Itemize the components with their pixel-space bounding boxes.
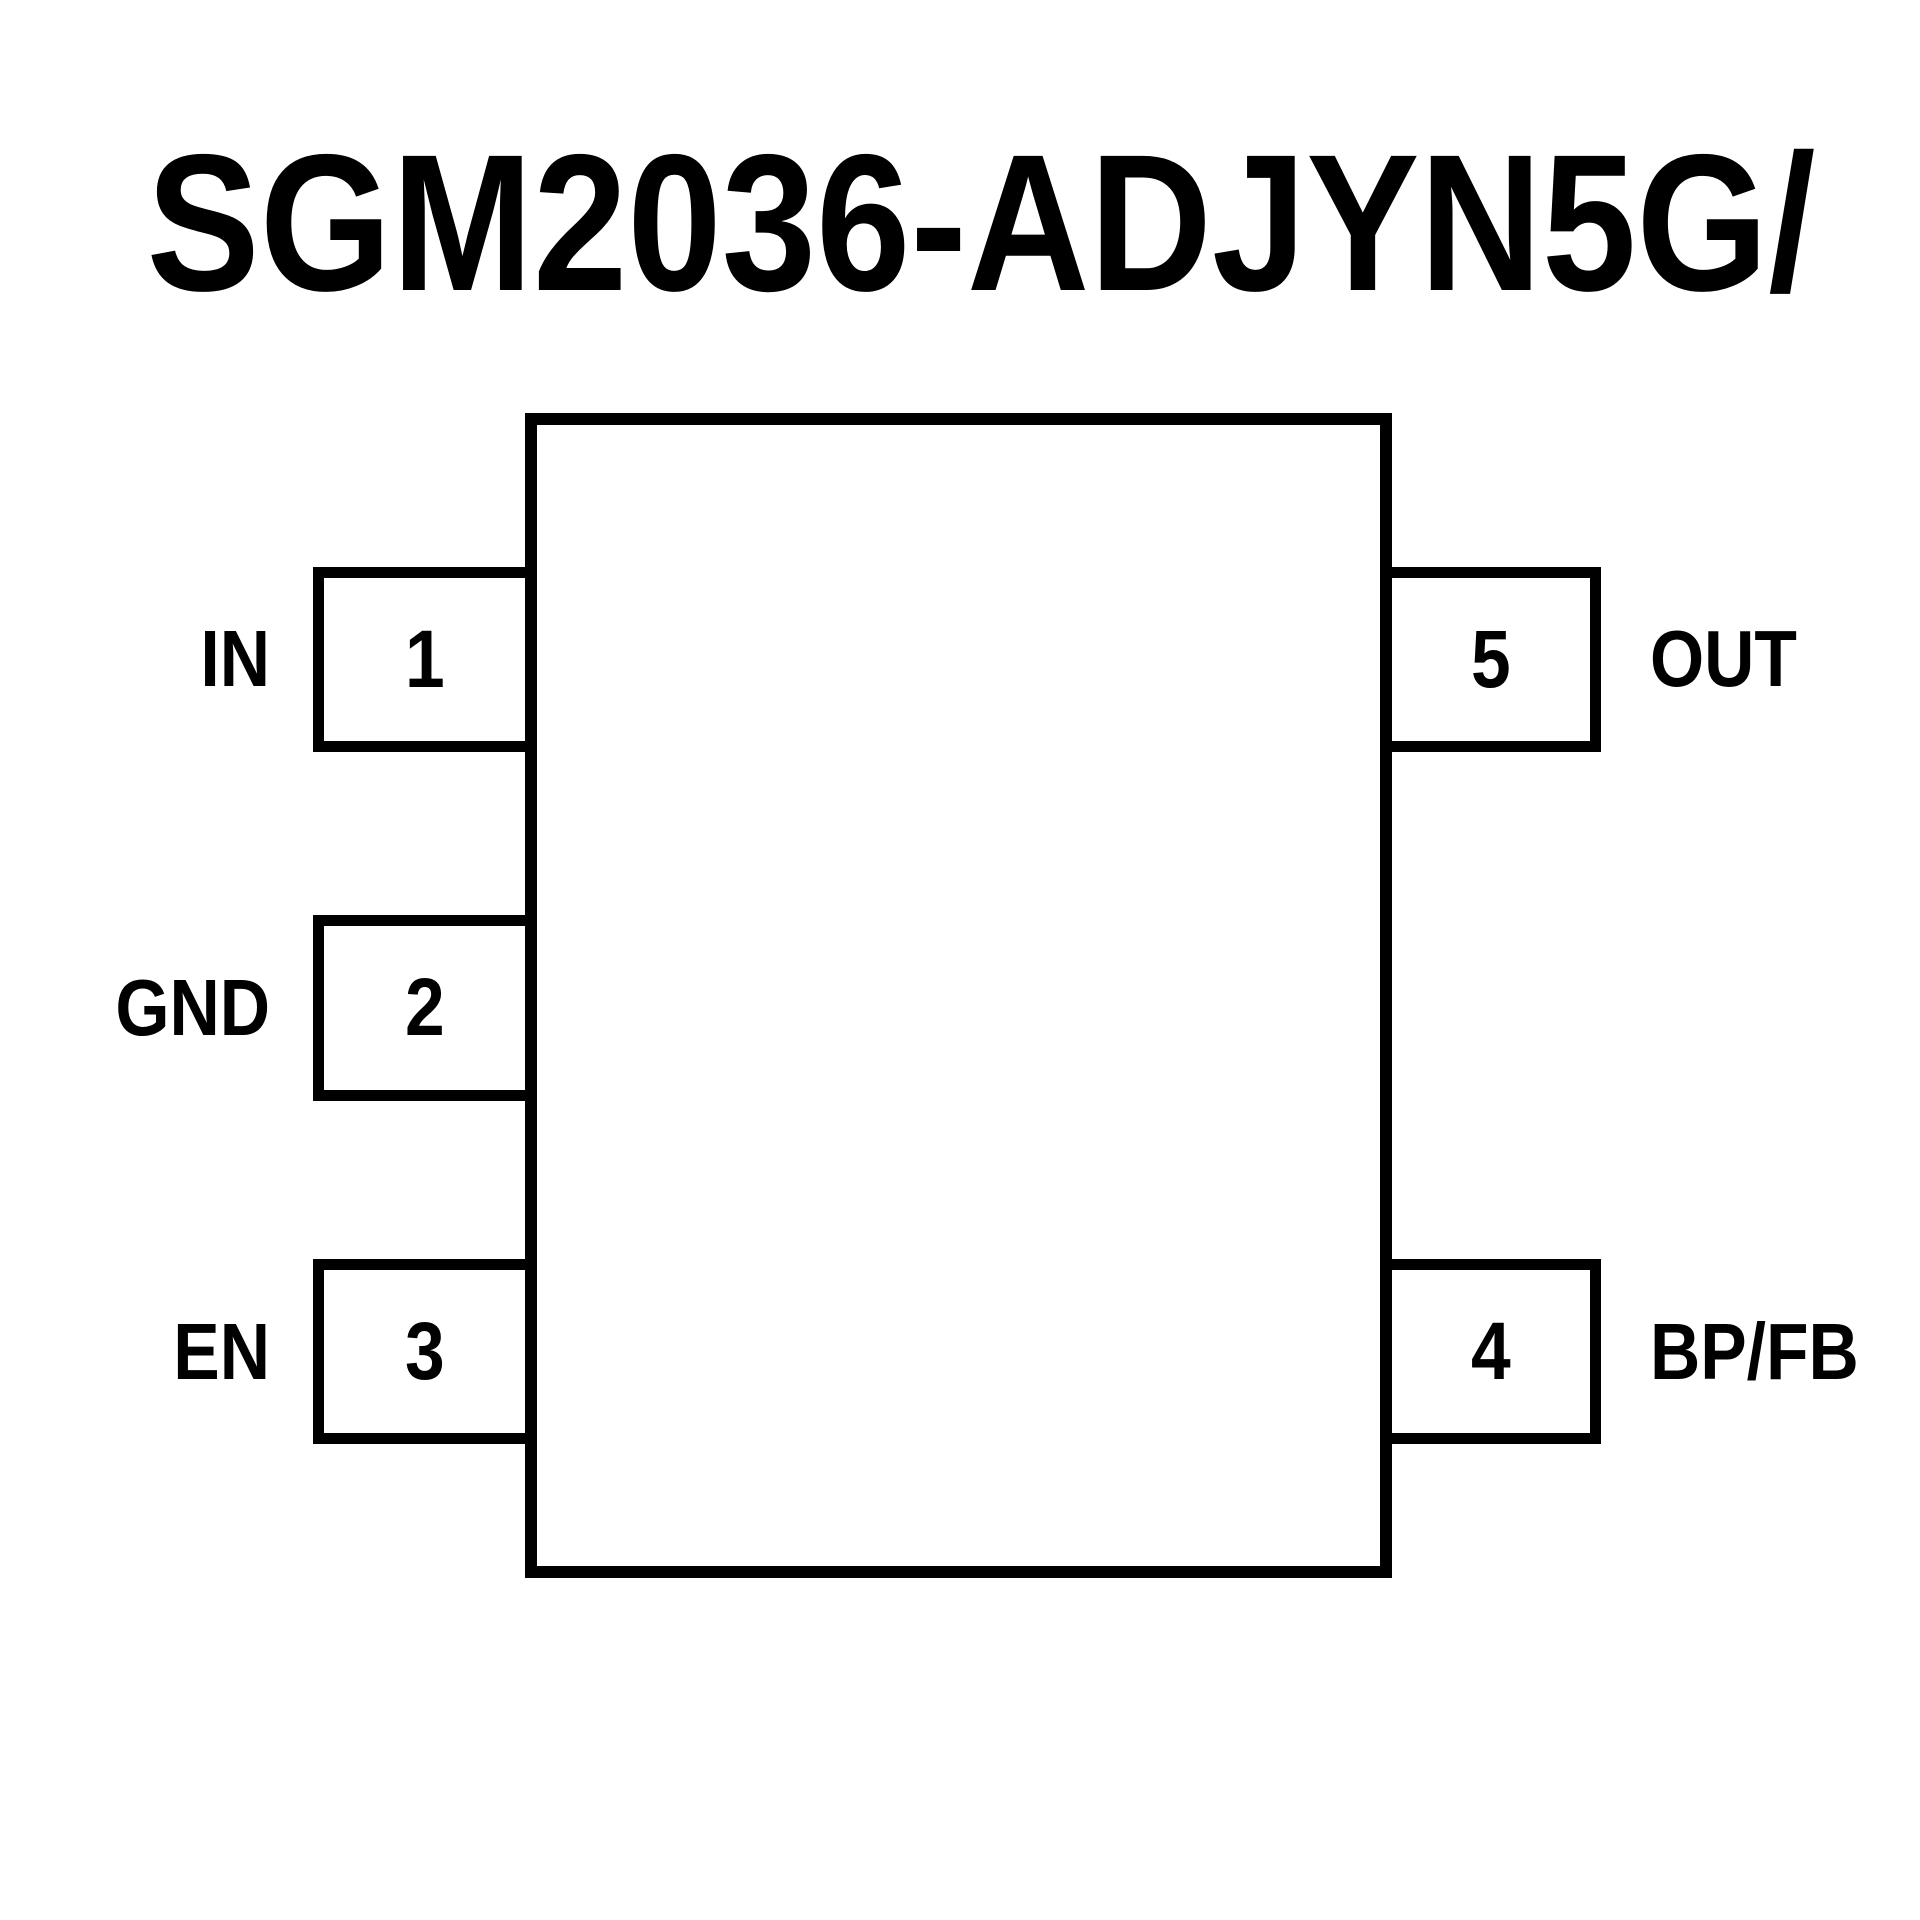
pin-box-4: 4 [1392, 1259, 1601, 1444]
pin-box-1: 1 [313, 567, 525, 752]
pin-box-2: 2 [313, 915, 525, 1101]
pin-box-3: 3 [313, 1259, 525, 1444]
page-title: SGM2036-ADJYN5G/ [146, 114, 1816, 332]
pin-number-2: 2 [404, 962, 445, 1053]
pin-label-in: IN [200, 614, 270, 703]
pin-box-5: 5 [1392, 567, 1601, 752]
pin-label-en: EN [173, 1307, 270, 1396]
pin-number-5: 5 [1471, 613, 1511, 705]
pin-number-1: 1 [404, 613, 445, 705]
pin-number-4: 4 [1471, 1305, 1511, 1397]
pin-label-gnd: GND [115, 963, 270, 1052]
pin-label-out: OUT [1650, 614, 1797, 703]
chip-body [525, 413, 1392, 1578]
pin-number-3: 3 [404, 1305, 445, 1397]
pin-label-bpfb: BP/FB [1650, 1307, 1859, 1396]
